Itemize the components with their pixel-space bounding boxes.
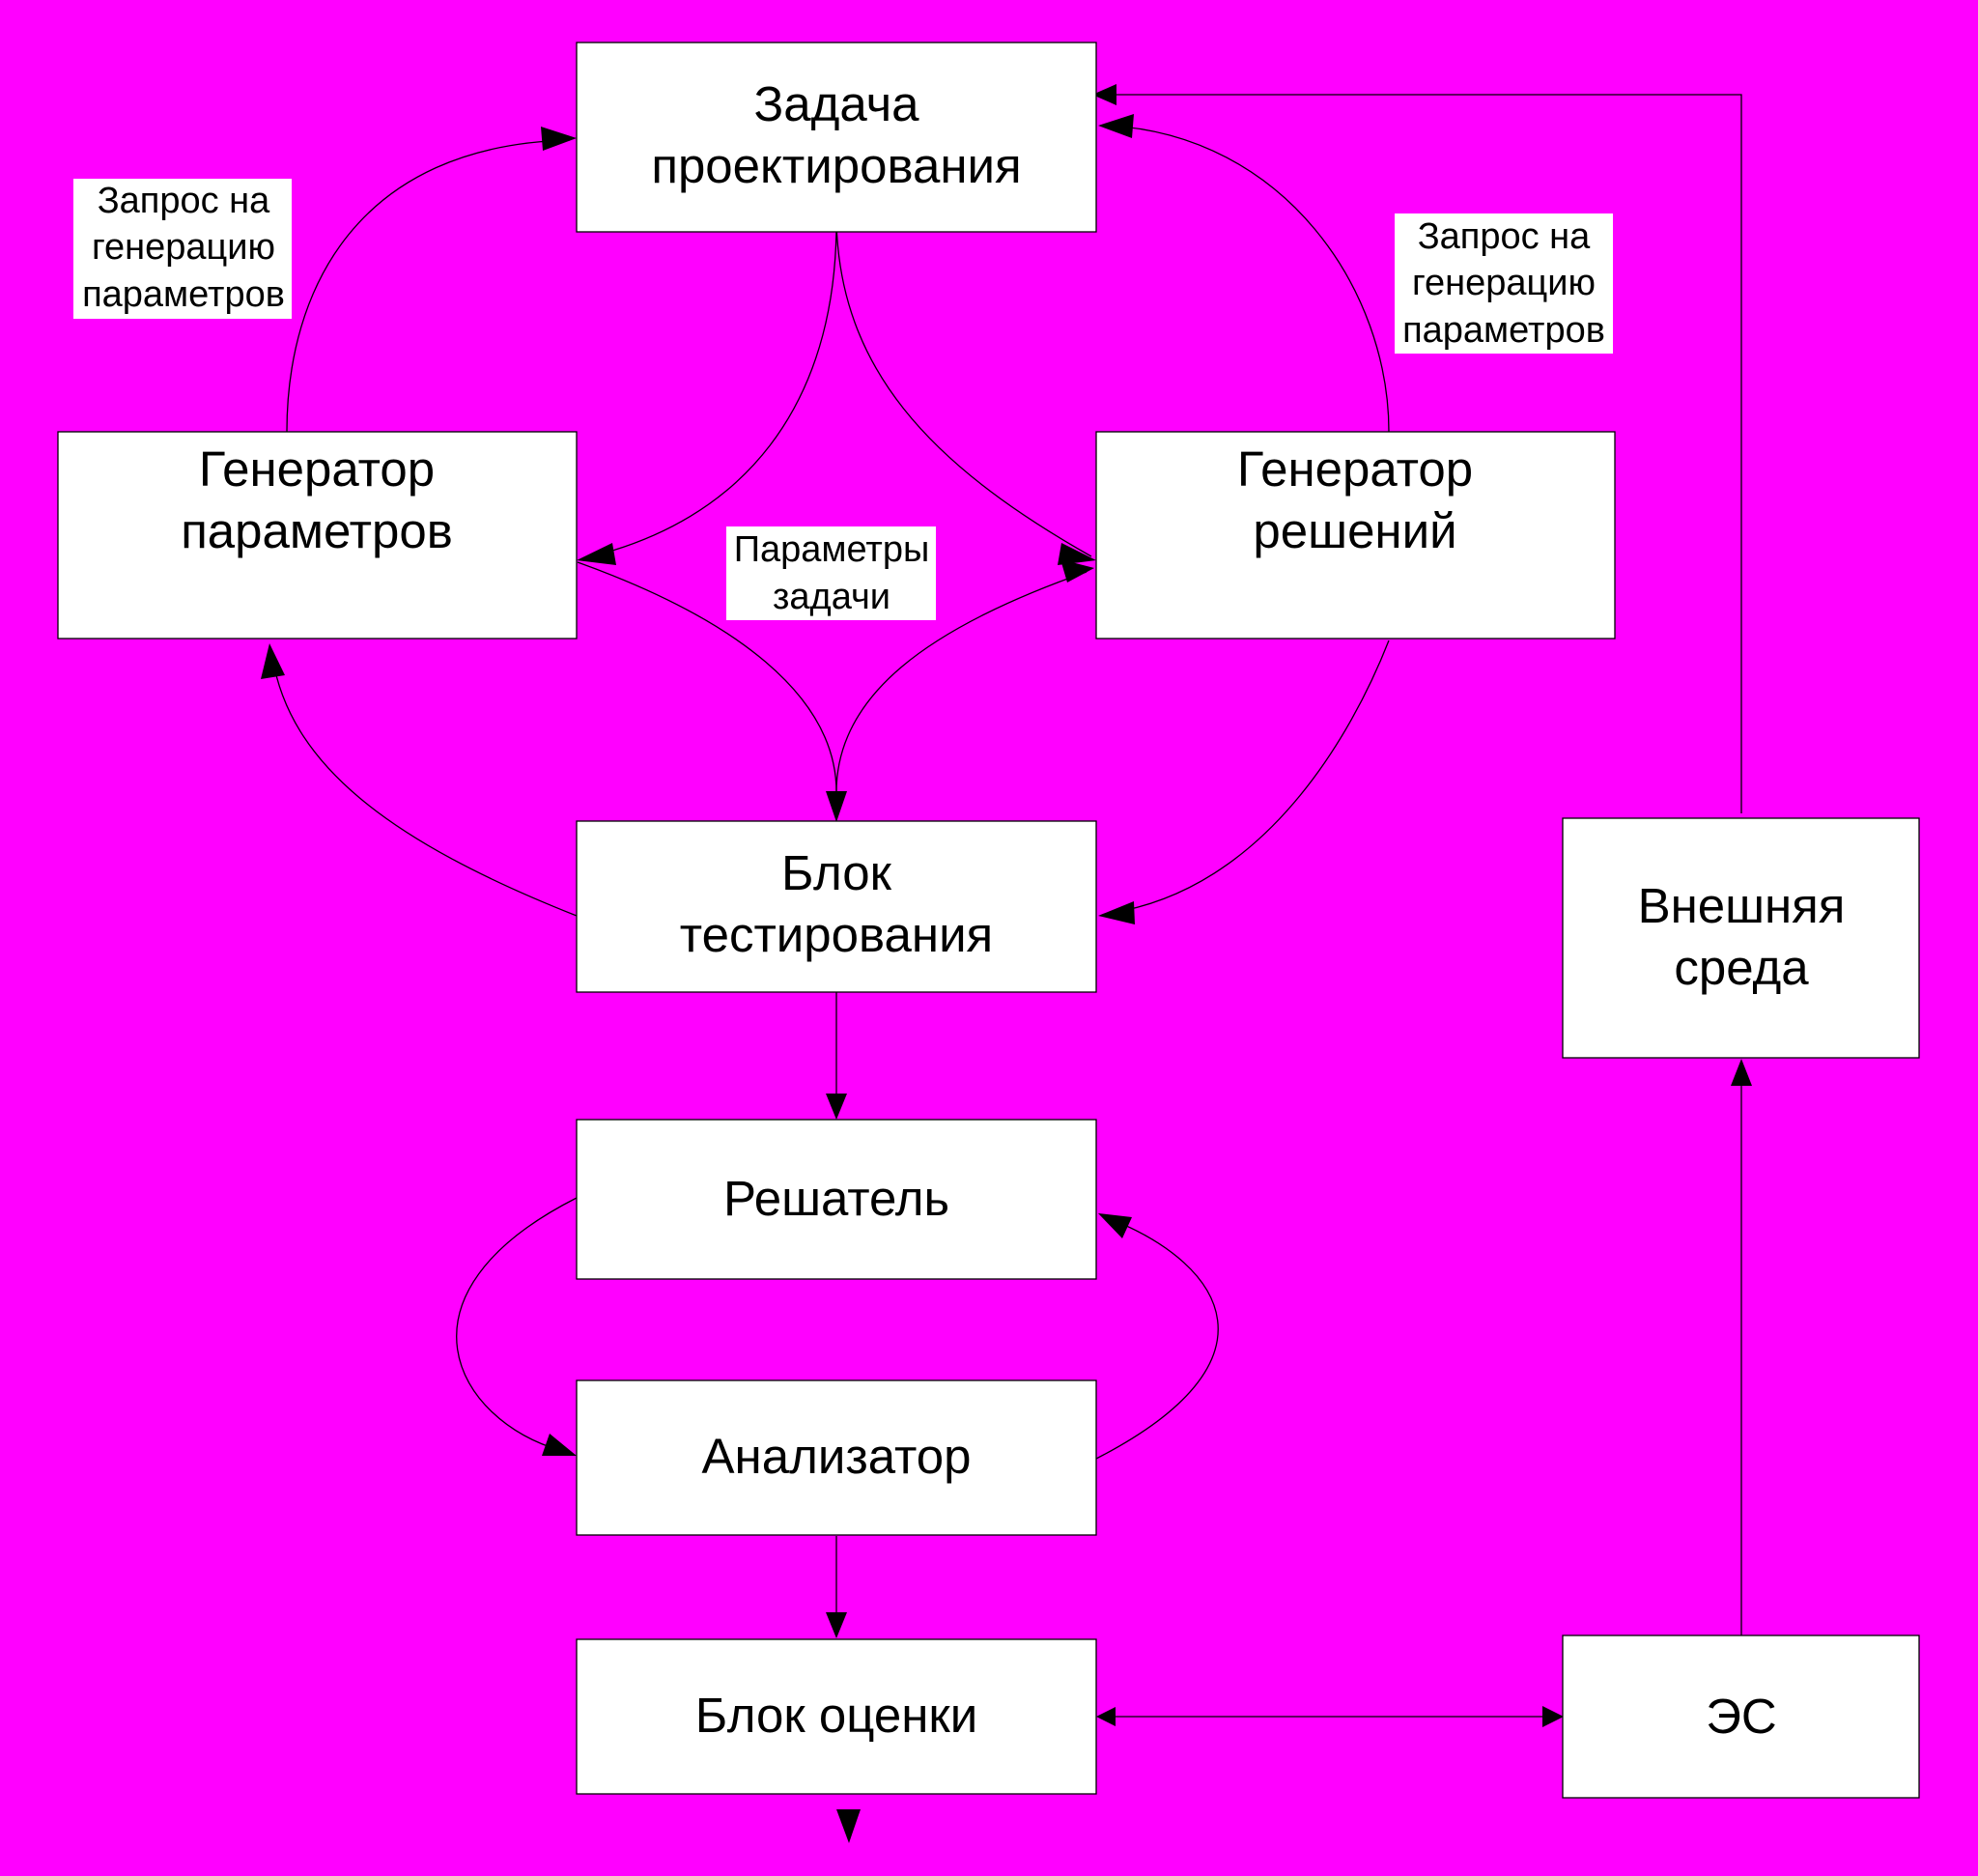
arrowhead-into-task-right <box>1098 114 1134 138</box>
node-solution-gen-line2: решений <box>1253 503 1456 558</box>
arrowhead-into-param-gen <box>577 543 616 565</box>
arrowhead-into-analyzer <box>542 1434 577 1456</box>
node-eval-block-label: Блок оценки <box>695 1688 977 1743</box>
label-request-right-line3: параметров <box>1402 310 1605 351</box>
node-environment: Внешняя среда <box>1562 817 1920 1059</box>
node-es-label: ЭС <box>1706 1689 1777 1744</box>
connector-test-to-param-gen <box>271 656 578 917</box>
connector-solution-gen-to-test <box>1110 640 1390 914</box>
node-es: ЭС <box>1562 1634 1920 1799</box>
label-task-params-line1: Параметры <box>734 529 930 570</box>
label-task-params-line2: задачи <box>773 577 890 617</box>
node-test-block: Блок тестирования <box>576 820 1097 993</box>
label-request-right-line1: Запрос на <box>1418 216 1591 257</box>
label-request-right-line2: генерацию <box>1412 263 1596 303</box>
node-solver: Решатель <box>576 1119 1097 1280</box>
connector-param-gen-to-task <box>286 139 571 433</box>
connector-task-to-param-gen <box>582 221 837 559</box>
node-solution-gen: Генератор решений <box>1095 431 1616 640</box>
arrowhead-into-test-right <box>1098 901 1135 924</box>
connector-solver-to-analyzer <box>456 1197 578 1452</box>
node-test-block-line2: тестирования <box>680 907 993 962</box>
node-param-gen-line2: параметров <box>181 503 453 558</box>
arrowhead-into-es <box>1542 1706 1564 1727</box>
arrowhead-into-solution-gen <box>1058 543 1096 565</box>
connectors <box>261 84 1752 1843</box>
connector-test-to-solution-gen <box>835 571 1088 793</box>
arrowhead-into-solver <box>826 1094 847 1120</box>
node-solution-gen-line1: Генератор <box>1237 441 1473 497</box>
connector-environment-to-task <box>1101 94 1742 813</box>
node-solver-label: Решатель <box>723 1171 949 1226</box>
connector-analyzer-to-solver <box>1095 1218 1219 1460</box>
label-request-left: Запрос на генерацию параметров <box>73 179 292 319</box>
label-request-left-line1: Запрос на <box>98 181 270 221</box>
arrowhead-into-environment <box>1731 1059 1752 1086</box>
node-eval-block: Блок оценки <box>576 1638 1097 1795</box>
arrowhead-into-param-gen-bottom <box>261 643 285 679</box>
node-param-gen: Генератор параметров <box>57 431 578 640</box>
arrowhead-into-solver-right <box>1098 1213 1132 1238</box>
node-task-line1: Задача <box>753 76 919 131</box>
label-request-left-line3: параметров <box>82 274 285 315</box>
node-test-block-line1: Блок <box>781 845 892 900</box>
label-request-right: Запрос на генерацию параметров <box>1395 213 1613 354</box>
connector-param-gen-to-test <box>577 561 837 793</box>
node-analyzer-label: Анализатор <box>702 1429 972 1484</box>
arrowhead-env-into-task <box>1092 84 1116 105</box>
connector-solution-gen-to-task <box>1108 125 1390 433</box>
node-task: Задача проектирования <box>576 42 1097 233</box>
arrowhead-into-eval-block <box>826 1612 847 1638</box>
label-task-params: Параметры задачи <box>726 526 936 620</box>
arrowhead-into-task-left <box>541 127 577 151</box>
connector-task-to-solution-gen <box>835 221 1092 557</box>
arrowhead-into-test-block <box>826 791 847 822</box>
node-analyzer: Анализатор <box>576 1379 1097 1536</box>
node-environment-line2: среда <box>1674 940 1809 995</box>
node-environment-line1: Внешняя <box>1638 878 1846 933</box>
arrowhead-into-solution-gen-lower <box>1060 559 1094 583</box>
arrowhead-eval-output <box>836 1809 861 1843</box>
arrowhead-eval-end <box>1096 1707 1116 1726</box>
node-task-line2: проектирования <box>651 138 1021 193</box>
label-request-left-line2: генерацию <box>92 227 275 268</box>
node-param-gen-line1: Генератор <box>199 441 435 497</box>
